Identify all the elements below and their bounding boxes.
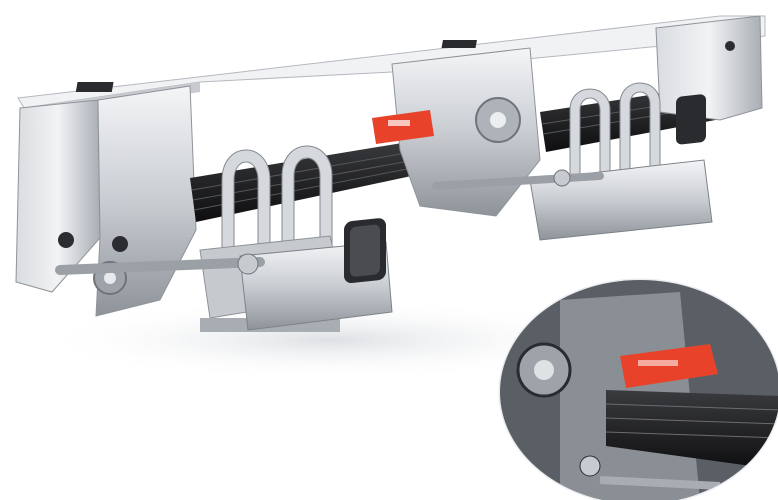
left-hanger-bracket: [15, 85, 197, 317]
left-axle-tube: [239, 218, 393, 331]
right-axle-seat: [529, 82, 713, 241]
center-hanger: [372, 47, 541, 217]
right-hanger-bracket: [655, 15, 763, 121]
detail-inset: [498, 278, 778, 500]
torque-rod: [55, 169, 604, 275]
floor-shadow: [30, 300, 630, 380]
